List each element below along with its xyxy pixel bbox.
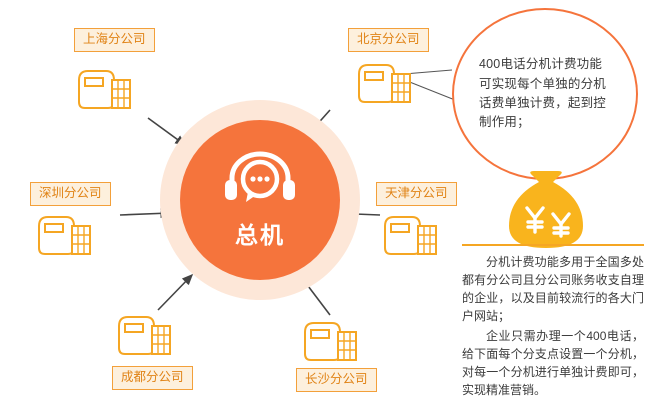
branch-label-changsha[interactable]: 长沙分公司	[296, 368, 377, 392]
branch-label-shanghai[interactable]: 上海分公司	[74, 28, 155, 52]
note-paragraph-1: 分机计费功能多用于全国多处都有分公司且分公司账务收支自理的企业，以及目前较流行的…	[462, 255, 644, 323]
branch-label-beijing[interactable]: 北京分公司	[348, 28, 429, 52]
hub-label: 总机	[235, 222, 285, 248]
phone-icon-changsha	[304, 322, 357, 361]
headset-support-icon	[225, 151, 295, 202]
notes-block: 分机计费功能多用于全国多处都有分公司且分公司账务收支自理的企业，以及目前较流行的…	[462, 244, 644, 400]
phone-icon-beijing	[358, 64, 411, 103]
phone-icon-chengdu	[118, 316, 171, 355]
arrow-chengdu	[157, 273, 194, 311]
phone-icon-shenzhen	[38, 216, 91, 255]
notes-divider	[462, 244, 644, 246]
callout-bubble: 400电话分机计费功能可实现每个单独的分机话费单独计费，起到控制作用；	[452, 8, 638, 180]
hub-center: 总机	[180, 120, 340, 280]
branch-label-shenzhen[interactable]: 深圳分公司	[30, 182, 111, 206]
money-bag-icon	[509, 171, 583, 248]
callout-text: 400电话分机计费功能可实现每个单独的分机话费单独计费，起到控制作用；	[479, 57, 607, 130]
note-paragraph-2: 企业只需办理一个400电话，给下面每个分支点设置一个分机，对每一个分机进行单独计…	[462, 329, 644, 397]
phone-icon-tianjin	[384, 216, 437, 255]
phone-icon-shanghai	[78, 70, 131, 109]
branch-label-chengdu[interactable]: 成都分公司	[112, 366, 193, 390]
branch-label-tianjin[interactable]: 天津分公司	[376, 182, 457, 206]
